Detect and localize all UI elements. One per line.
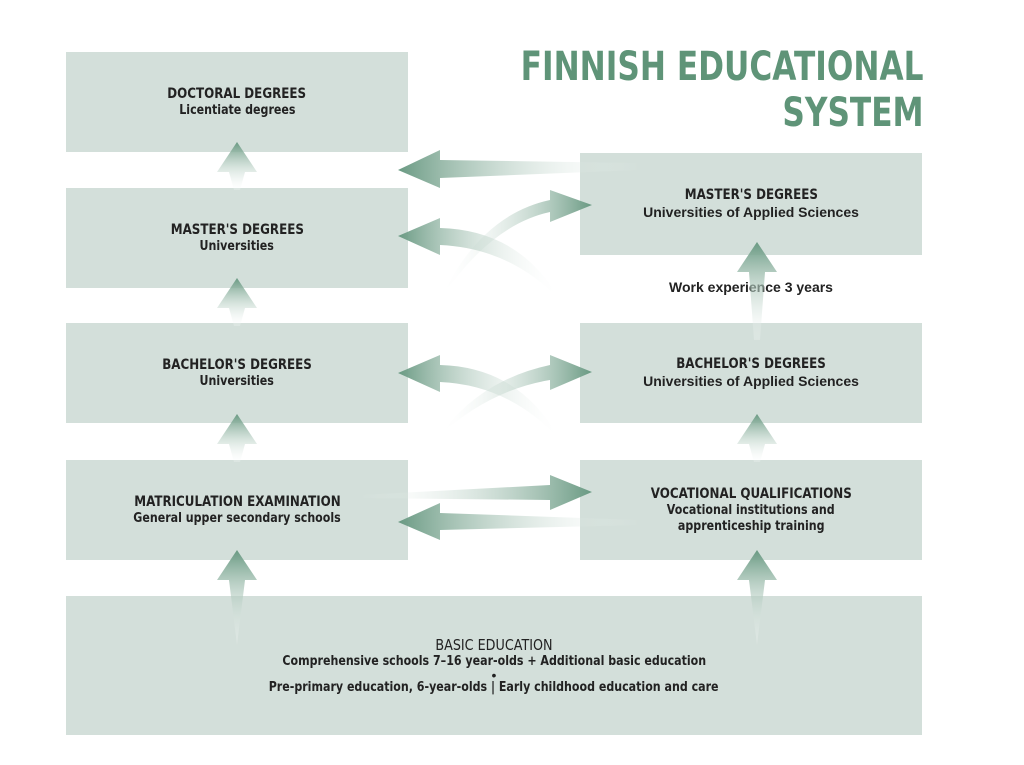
matriculation-box: MATRICULATION EXAMINATION General upper … <box>66 460 408 560</box>
box-heading: VOCATIONAL QUALIFICATIONS <box>650 485 852 502</box>
right-arrow-icon <box>440 355 592 435</box>
box-heading: BACHELOR'S DEGREES <box>676 356 826 372</box>
box-heading: DOCTORAL DEGREES <box>167 85 307 102</box>
left-arrow-icon <box>398 218 560 300</box>
basic-line-2: Pre-primary education, 6-year-olds | Ear… <box>269 679 719 695</box>
title-line-2: SYSTEM <box>782 90 924 136</box>
doctoral-degrees-box: DOCTORAL DEGREES Licentiate degrees <box>66 52 408 152</box>
vocational-box: VOCATIONAL QUALIFICATIONS Vocational ins… <box>580 460 922 560</box>
bullet: • <box>491 666 497 683</box>
box-heading: MATRICULATION EXAMINATION <box>133 493 341 510</box>
diagram-title: FINNISH EDUCATIONAL SYSTEM <box>521 44 924 136</box>
right-arrow-icon <box>440 190 592 300</box>
box-subtitle: Universities <box>199 238 275 254</box>
box-subtitle: Universities of Applied Sciences <box>643 204 859 220</box>
box-heading: MASTER'S DEGREES <box>684 187 818 203</box>
bachelors-universities-box: BACHELOR'S DEGREES Universities <box>66 323 408 423</box>
bachelors-uas-box: BACHELOR'S DEGREES Universities of Appli… <box>580 323 922 423</box>
box-subtitle: Universities of Applied Sciences <box>643 373 859 389</box>
box-heading: BACHELOR'S DEGREES <box>162 356 312 373</box>
work-experience-note: Work experience 3 years <box>669 279 833 295</box>
basic-education-box: BASIC EDUCATION Comprehensive schools 7–… <box>66 596 922 735</box>
box-subtitle: General upper secondary schools <box>133 510 341 526</box>
box-subtitle: Vocational institutions and <box>667 502 835 518</box>
title-line-1: FINNISH EDUCATIONAL <box>521 44 924 90</box>
box-subtitle: Universities <box>199 373 275 389</box>
box-heading: MASTER'S DEGREES <box>170 221 304 238</box>
box-subtitle: Licentiate degrees <box>178 102 296 118</box>
box-heading: BASIC EDUCATION <box>435 635 553 654</box>
basic-line-1: Comprehensive schools 7–16 year-olds + A… <box>282 653 706 669</box>
box-subtitle: apprenticeship training <box>677 518 825 534</box>
left-arrow-icon <box>398 355 560 440</box>
masters-universities-box: MASTER'S DEGREES Universities <box>66 188 408 288</box>
masters-uas-box: MASTER'S DEGREES Universities of Applied… <box>580 153 922 255</box>
